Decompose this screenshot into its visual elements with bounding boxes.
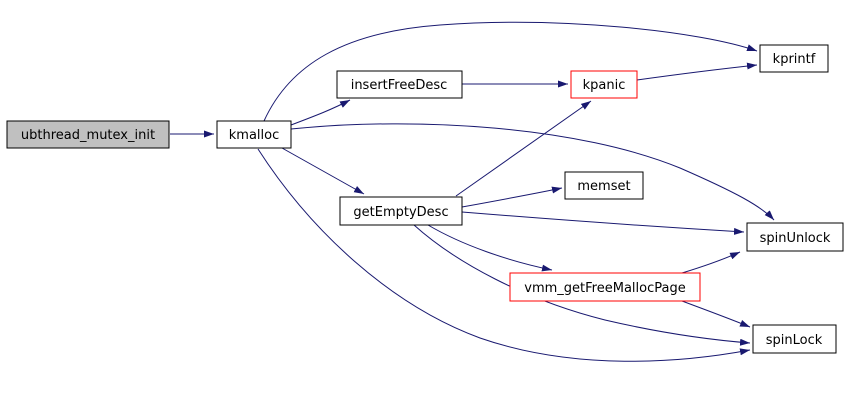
node-box	[570, 70, 638, 99]
edge-getEmptyDesc-kpanic	[455, 100, 592, 197]
node-box	[339, 196, 463, 226]
node-memset[interactable]: memset	[564, 171, 644, 200]
node-kmalloc[interactable]: kmalloc	[216, 120, 292, 149]
node-box	[216, 120, 292, 149]
edge-kpanic-kprintf	[636, 62, 758, 81]
node-label: spinUnlock	[760, 231, 831, 246]
edge-vmm_getFreeMallocPage-spinLock	[681, 300, 751, 328]
node-label: memset	[577, 179, 630, 194]
node-kpanic[interactable]: kpanic	[570, 70, 638, 99]
node-kprintf[interactable]: kprintf	[759, 44, 829, 73]
node-label: ubthread_mutex_init	[21, 128, 155, 143]
edge-kmalloc-insertFreeDesc	[290, 99, 351, 126]
node-insertFreeDesc[interactable]: insertFreeDesc	[336, 70, 463, 99]
edge-getEmptyDesc-spinLock	[413, 224, 751, 346]
edge-getEmptyDesc-spinUnlock	[461, 211, 745, 235]
node-box	[509, 272, 701, 302]
node-box	[759, 44, 829, 73]
node-label: kmalloc	[229, 128, 279, 143]
node-label: kpanic	[583, 78, 626, 93]
edge-kmalloc-spinUnlock	[290, 123, 775, 221]
node-spinLock[interactable]: spinLock	[752, 324, 837, 354]
edge-getEmptyDesc-vmm_getFreeMallocPage	[427, 224, 553, 272]
edge-getEmptyDesc-memset	[461, 186, 563, 208]
nodes-layer: ubthread_mutex_init kmalloc insertFreeDe…	[6, 44, 844, 354]
edge-kmalloc-getEmptyDesc	[281, 147, 365, 195]
node-label: kprintf	[773, 52, 816, 67]
node-label: spinLock	[766, 333, 823, 348]
edge-kmalloc-kprintf	[263, 21, 758, 122]
edge-kmalloc-spinLock	[257, 148, 751, 362]
node-vmm_getFreeMallocPage[interactable]: vmm_getFreeMallocPage	[509, 272, 701, 302]
node-label: insertFreeDesc	[351, 78, 448, 93]
node-spinUnlock[interactable]: spinUnlock	[746, 222, 844, 252]
node-ubthread_mutex_init[interactable]: ubthread_mutex_init	[6, 120, 170, 149]
node-box	[746, 222, 844, 252]
edge-vmm_getFreeMallocPage-spinUnlock	[681, 251, 741, 274]
node-label: vmm_getFreeMallocPage	[524, 281, 685, 296]
node-box	[752, 324, 837, 354]
node-box	[6, 120, 170, 149]
node-box	[564, 171, 644, 200]
node-label: getEmptyDesc	[353, 205, 448, 220]
edges-layer	[170, 21, 775, 362]
node-box	[336, 70, 463, 99]
node-getEmptyDesc[interactable]: getEmptyDesc	[339, 196, 463, 226]
